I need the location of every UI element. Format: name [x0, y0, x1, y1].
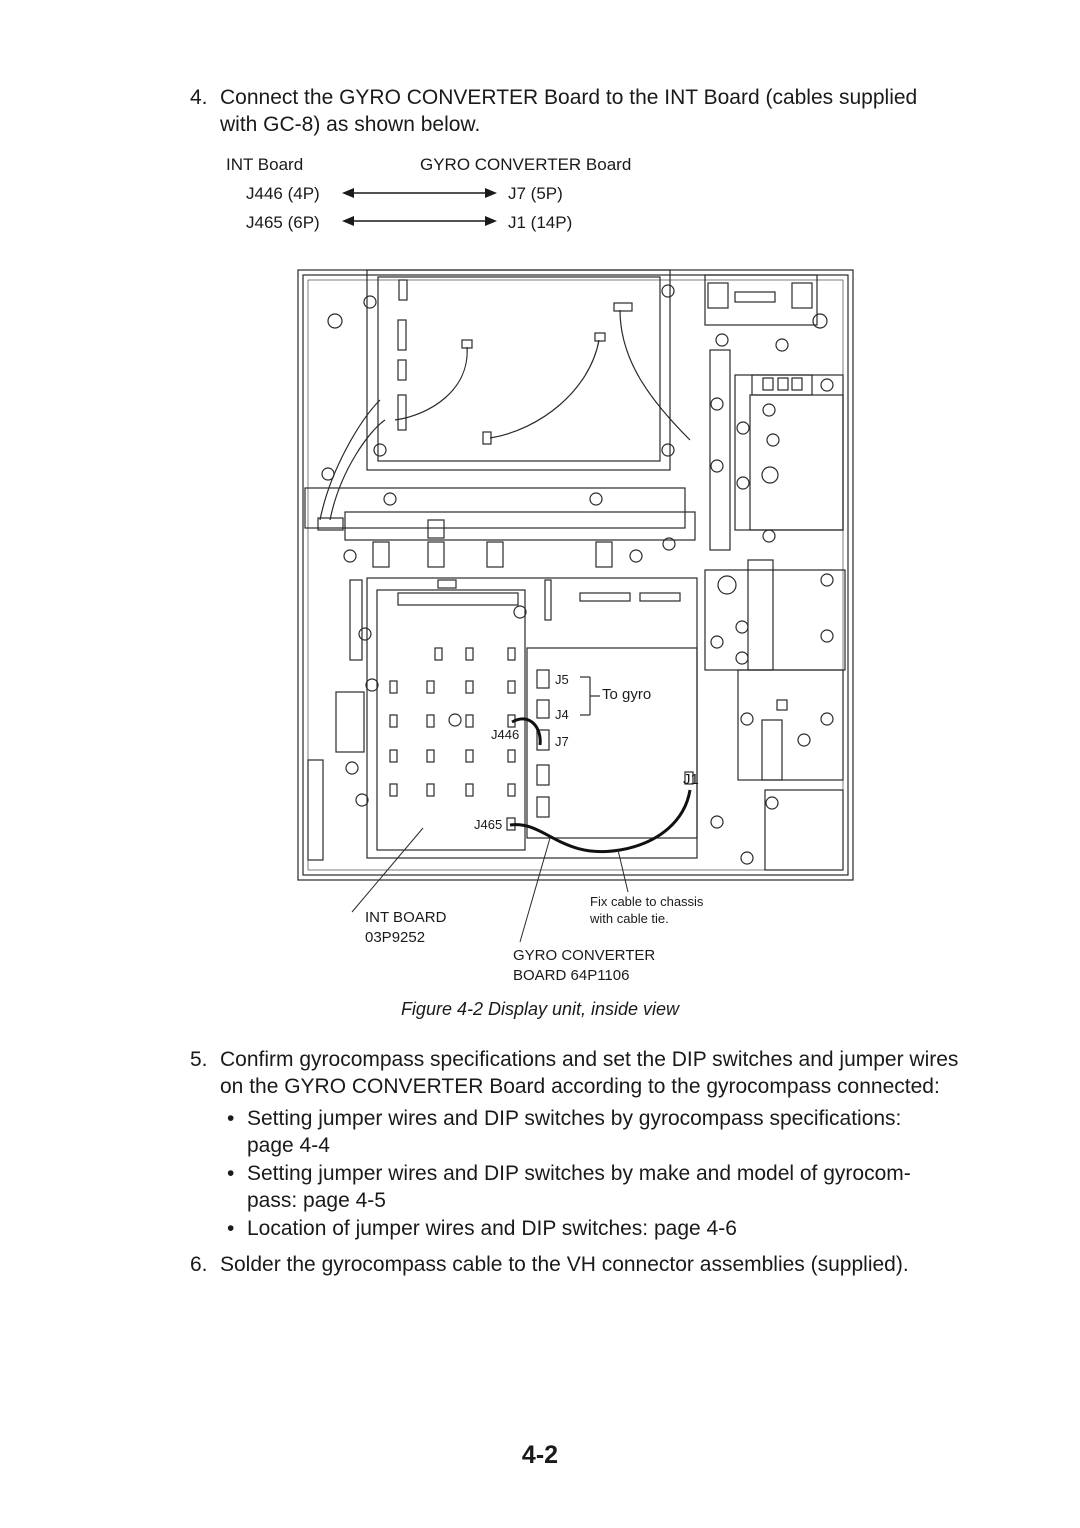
double-arrow-icon	[342, 188, 497, 226]
bullet-text-line: Location of jumper wires and DIP switche…	[247, 1217, 737, 1240]
bullet-text-line: Setting jumper wires and DIP switches by…	[247, 1107, 902, 1130]
label-j4: J4	[555, 707, 569, 722]
mapping-left-cell: J446 (4P)	[246, 184, 320, 203]
label-fix-cable-line2: with cable tie.	[589, 911, 669, 926]
label-j1: J1	[683, 771, 699, 788]
step-text-line: with GC-8) as shown below.	[220, 113, 481, 136]
page-number: 4-2	[521, 1441, 559, 1469]
mapping-left-cell: J465 (6P)	[246, 213, 320, 232]
int-board-header: INT Board	[226, 155, 304, 174]
label-j446: J446	[491, 727, 519, 742]
label-to-gyro: To gyro	[602, 686, 651, 703]
bullet-text-line: page 4-4	[247, 1134, 330, 1157]
step-number: 6.	[190, 1253, 208, 1276]
mapping-right-cell: J1 (14P)	[508, 213, 573, 232]
bullet-item: • Setting jumper wires and DIP switches …	[227, 1105, 1027, 1161]
step-text-line: Confirm gyrocompass specifications and s…	[220, 1048, 959, 1071]
step-text-line: Solder the gyrocompass cable to the VH c…	[220, 1253, 909, 1276]
bullet-dot: •	[227, 1162, 235, 1185]
label-int-board-line1: INT BOARD	[365, 909, 447, 926]
bullet-text-line: pass: page 4-5	[247, 1189, 386, 1212]
figure-caption: Figure 4-2 Display unit, inside view	[400, 999, 680, 1019]
gyro-board-header: GYRO CONVERTER Board	[420, 155, 632, 174]
display-unit-diagram: J5 J4 J446 J7 J465 Fix cable to chassis …	[297, 269, 854, 984]
label-gyro-board-line2: BOARD 64P1106	[513, 967, 629, 984]
step-6: 6. Solder the gyrocompass cable to the V…	[190, 1251, 1040, 1281]
step-text-line: on the GYRO CONVERTER Board according to…	[220, 1075, 940, 1098]
step-number: 4.	[190, 86, 208, 109]
bullet-dot: •	[227, 1107, 235, 1130]
bullet-item: • Location of jumper wires and DIP switc…	[227, 1215, 1027, 1245]
bullet-text-line: Setting jumper wires and DIP switches by…	[247, 1162, 911, 1185]
step-text-line: Connect the GYRO CONVERTER Board to the …	[220, 86, 918, 109]
label-j5: J5	[555, 672, 569, 687]
label-int-board-line2: 03P9252	[365, 929, 425, 946]
bullet-dot: •	[227, 1217, 235, 1240]
step-number: 5.	[190, 1048, 208, 1071]
label-j465: J465	[474, 817, 502, 832]
bullet-item: • Setting jumper wires and DIP switches …	[227, 1160, 1027, 1216]
label-j7: J7	[555, 734, 569, 749]
step-4: 4. Connect the GYRO CONVERTER Board to t…	[190, 84, 990, 144]
mapping-right-cell: J7 (5P)	[508, 184, 563, 203]
label-fix-cable-line1: Fix cable to chassis	[590, 894, 704, 909]
label-gyro-board-line1: GYRO CONVERTER	[513, 947, 655, 964]
step-5: 5. Confirm gyrocompass specifications an…	[190, 1046, 1040, 1106]
